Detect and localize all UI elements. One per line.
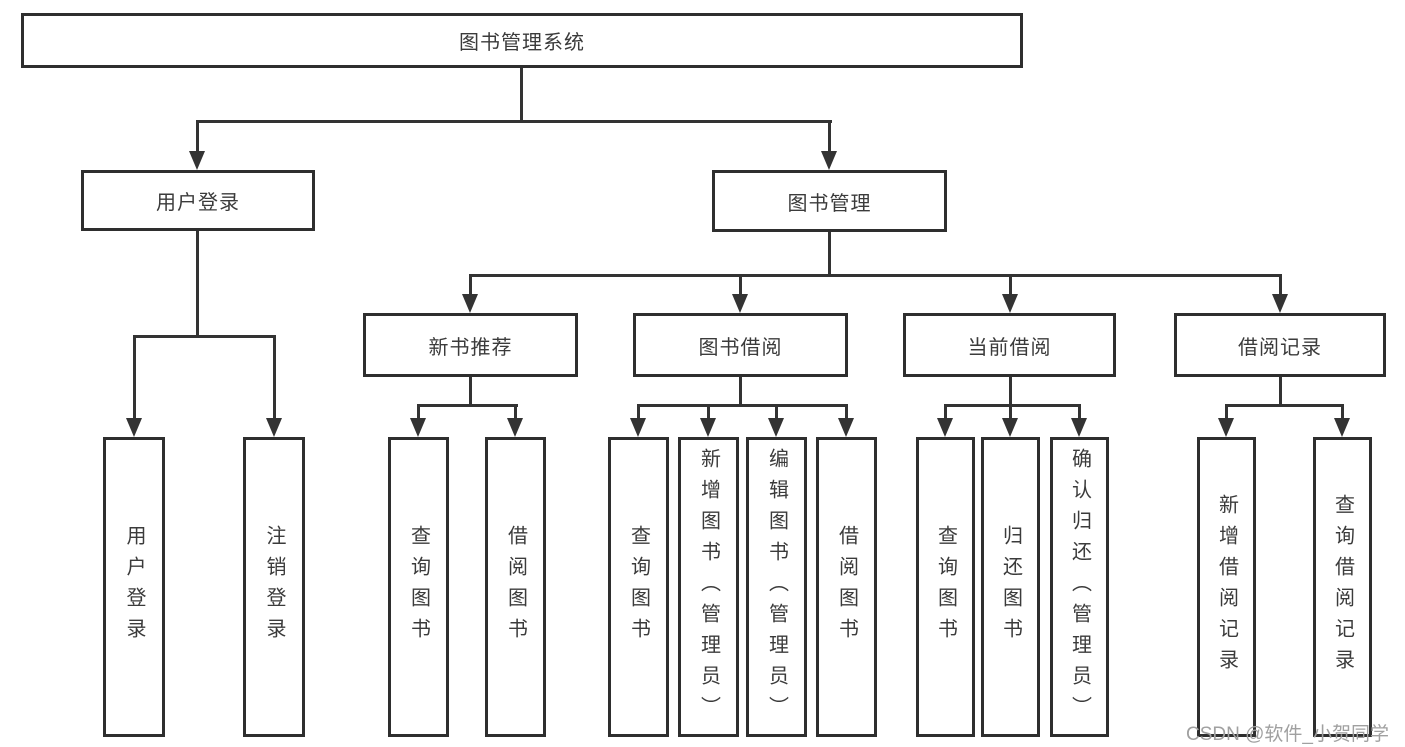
connector-line [944, 404, 1080, 407]
node-book-borrow-label: 图书借阅 [698, 336, 783, 359]
node-borrow-records-label: 借阅记录 [1238, 336, 1322, 359]
arrow-down-icon [126, 418, 142, 437]
arrow-down-icon [266, 418, 282, 437]
connector-line [273, 335, 276, 420]
leaf-user-login: 用户登录 [103, 437, 165, 737]
connector-line [469, 377, 472, 406]
connector-line [707, 404, 710, 420]
leaf-logout-label: 注销登录 [263, 525, 285, 649]
connector-line [1009, 274, 1012, 296]
node-book-borrow: 图书借阅 [633, 313, 848, 377]
node-book-management: 图书管理 [712, 170, 947, 232]
connector-line [1225, 404, 1228, 420]
leaf-add-books-admin-label: 新增图书（管理员） [697, 447, 720, 727]
watermark: CSDN @软件_小贺同学 [1186, 724, 1389, 745]
arrow-down-icon [1071, 418, 1087, 437]
leaf-user-login-label: 用户登录 [123, 525, 145, 649]
node-borrow-records: 借阅记录 [1174, 313, 1386, 377]
node-new-book-recommend-label: 新书推荐 [428, 336, 513, 359]
leaf-return-books: 归还图书 [981, 437, 1040, 737]
connector-line [1225, 404, 1344, 407]
connector-line [133, 335, 136, 420]
arrow-down-icon [1272, 294, 1288, 313]
connector-line [1341, 404, 1344, 420]
connector-line [417, 404, 420, 420]
leaf-query-borrow-record-label: 查询借阅记录 [1331, 494, 1354, 680]
connector-line [1009, 377, 1012, 406]
leaf-confirm-return-admin-label: 确认归还（管理员） [1068, 447, 1091, 727]
arrow-down-icon [838, 418, 854, 437]
connector-line [469, 274, 1282, 277]
connector-line [196, 231, 199, 337]
connector-line [828, 232, 831, 276]
leaf-add-borrow-record-label: 新增借阅记录 [1215, 494, 1238, 680]
connector-line [828, 120, 831, 154]
leaf-confirm-return-admin: 确认归还（管理员） [1050, 437, 1109, 737]
connector-line [775, 404, 778, 420]
node-current-borrow: 当前借阅 [903, 313, 1116, 377]
leaf-borrow-books-label: 借阅图书 [835, 525, 858, 649]
arrow-down-icon [462, 294, 478, 313]
arrow-down-icon [1002, 418, 1018, 437]
connector-line [417, 404, 518, 407]
arrow-down-icon [1002, 294, 1018, 313]
connector-line [196, 120, 832, 123]
leaf-logout: 注销登录 [243, 437, 305, 737]
node-user-login-label: 用户登录 [156, 192, 240, 214]
leaf-borrow-books: 借阅图书 [816, 437, 877, 737]
arrow-down-icon [189, 151, 205, 170]
leaf-query-borrow-record: 查询借阅记录 [1313, 437, 1372, 737]
node-new-book-recommend: 新书推荐 [363, 313, 578, 377]
connector-line [196, 120, 199, 154]
connector-line [133, 335, 275, 338]
leaf-query-books-recommend-label: 查询图书 [407, 525, 430, 649]
leaf-borrow-books-recommend-label: 借阅图书 [504, 525, 527, 649]
connector-line [520, 68, 523, 121]
leaf-add-books-admin: 新增图书（管理员） [678, 437, 739, 737]
node-root: 图书管理系统 [21, 13, 1023, 68]
arrow-down-icon [1218, 418, 1234, 437]
arrow-down-icon [768, 418, 784, 437]
connector-line [845, 404, 848, 420]
connector-line [1078, 404, 1081, 420]
arrow-down-icon [821, 151, 837, 170]
arrow-down-icon [937, 418, 953, 437]
arrow-down-icon [507, 418, 523, 437]
arrow-down-icon [630, 418, 646, 437]
connector-line [1279, 377, 1282, 406]
connector-line [1009, 404, 1012, 420]
connector-line [739, 377, 742, 406]
leaf-query-books-current-label: 查询图书 [934, 525, 957, 649]
connector-line [469, 274, 472, 296]
connector-line [944, 404, 947, 420]
arrow-down-icon [732, 294, 748, 313]
node-book-management-label: 图书管理 [787, 192, 872, 215]
leaf-edit-books-admin-label: 编辑图书（管理员） [765, 447, 788, 727]
connector-line [1279, 274, 1282, 296]
leaf-add-borrow-record: 新增借阅记录 [1197, 437, 1256, 737]
arrow-down-icon [410, 418, 426, 437]
node-current-borrow-label: 当前借阅 [967, 336, 1052, 359]
arrow-down-icon [700, 418, 716, 437]
leaf-edit-books-admin: 编辑图书（管理员） [746, 437, 807, 737]
leaf-return-books-label: 归还图书 [999, 525, 1022, 649]
connector-line [514, 404, 517, 420]
node-root-label: 图书管理系统 [459, 32, 585, 54]
arrow-down-icon [1334, 418, 1350, 437]
leaf-query-books-current: 查询图书 [916, 437, 975, 737]
leaf-query-books-borrow: 查询图书 [608, 437, 669, 737]
connector-line [739, 274, 742, 296]
node-user-login: 用户登录 [81, 170, 315, 231]
leaf-query-books-borrow-label: 查询图书 [627, 525, 650, 649]
leaf-query-books-recommend: 查询图书 [388, 437, 449, 737]
connector-line [637, 404, 640, 420]
connector-line [637, 404, 848, 407]
leaf-borrow-books-recommend: 借阅图书 [485, 437, 546, 737]
